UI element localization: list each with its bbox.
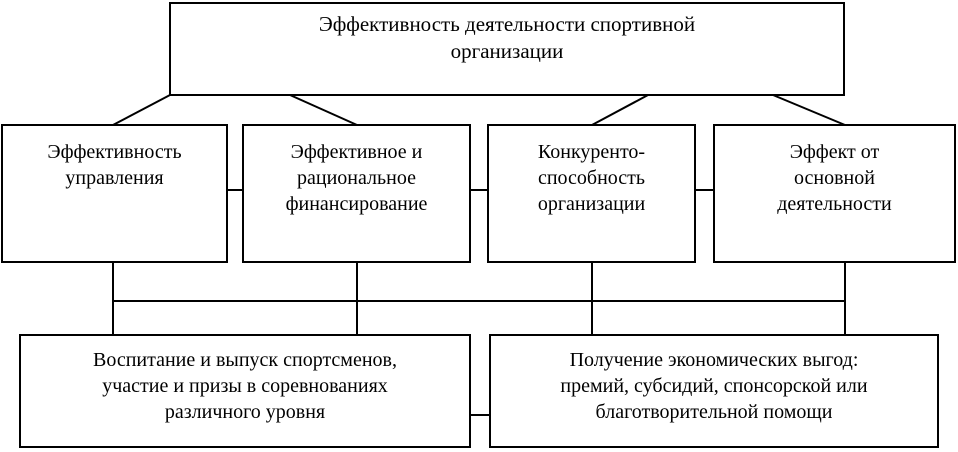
connector-root-to-competitive: [591, 94, 649, 126]
node-athlete-training-and-competitions[interactable]: Воспитание и выпуск спортсменов, участие…: [19, 334, 471, 448]
node-competitiveness-of-organization[interactable]: Конкуренто- способность организации: [487, 124, 696, 263]
node-benefits-label: Получение экономических выгод: премий, с…: [560, 349, 868, 423]
node-root[interactable]: Эффективность деятельности спортивной ор…: [169, 2, 845, 96]
connector-root-to-management: [112, 94, 171, 126]
node-management-label: Эффективность управления: [47, 141, 182, 189]
node-effectiveness-of-management[interactable]: Эффективность управления: [1, 124, 228, 263]
connector-root-to-effect: [772, 94, 846, 126]
node-root-label: Эффективность деятельности спортивной ор…: [318, 12, 696, 64]
node-competitive-label: Конкуренто- способность организации: [537, 141, 646, 215]
node-economic-benefits[interactable]: Получение экономических выгод: премий, с…: [489, 334, 939, 448]
connector-root-to-financing: [289, 94, 358, 126]
node-effective-rational-financing[interactable]: Эффективное и рациональное финансировани…: [242, 124, 471, 263]
node-financing-label: Эффективное и рациональное финансировани…: [285, 141, 428, 215]
node-effect-label: Эффект от основной деятельности: [777, 141, 892, 215]
node-athletes-label: Воспитание и выпуск спортсменов, участие…: [92, 349, 397, 423]
node-effect-of-core-activity[interactable]: Эффект от основной деятельности: [713, 124, 956, 263]
